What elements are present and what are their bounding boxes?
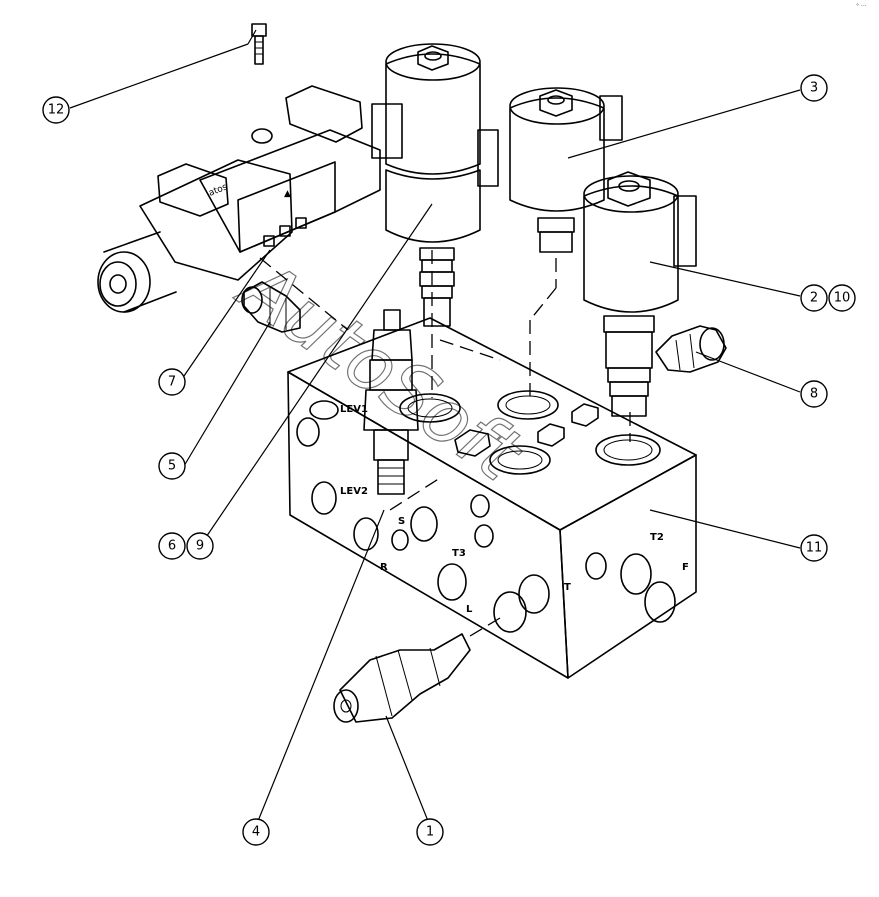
assembly-guide-lines (259, 250, 631, 637)
corner-mark: ° ··· (856, 3, 867, 10)
callout-10: 10 (828, 284, 856, 312)
cartridge-part-8 (655, 325, 727, 373)
callout-label-8: 8 (810, 387, 818, 402)
port-label-f: F (682, 562, 689, 573)
callout-9: 9 (186, 532, 214, 560)
cartridge-part-1 (333, 633, 471, 723)
port-label-t: T (564, 582, 571, 593)
port-label-lev1: LEV1 (340, 404, 368, 415)
leader-lines (69, 29, 801, 827)
port-label-s: S (398, 516, 405, 527)
port-label-t2: T2 (650, 532, 664, 543)
callout-label-3: 3 (810, 81, 818, 96)
callout-2: 2 (800, 284, 828, 312)
port-label-l: L (466, 604, 473, 615)
manifold-block: LEV1 LEV2 T3 T2 R L F S T (287, 317, 697, 679)
callout-label-2: 2 (810, 291, 818, 306)
callout-label-12: 12 (48, 103, 65, 118)
coil-part-3 (509, 87, 623, 253)
port-label-lev2: LEV2 (340, 486, 368, 497)
callout-label-1: 1 (426, 825, 434, 840)
callout-11: 11 (800, 534, 828, 562)
callout-label-4: 4 (252, 825, 260, 840)
valve-arrow-mark: ▲ (284, 189, 291, 199)
cartridge-part-6-9 (363, 309, 419, 495)
callout-label-7: 7 (168, 375, 176, 390)
screw-part-12 (251, 23, 267, 65)
callout-7: 7 (158, 368, 186, 396)
callout-label-9: 9 (196, 539, 204, 554)
port-label-r: R (380, 562, 388, 573)
callout-label-10: 10 (834, 291, 851, 306)
callout-8: 8 (800, 380, 828, 408)
directional-valve-part-7: atos ▲ (97, 85, 381, 313)
solenoid-part-2-10 (583, 171, 697, 417)
callout-1: 1 (416, 818, 444, 846)
callout-3: 3 (800, 74, 828, 102)
callout-12: 12 (42, 96, 70, 124)
callout-6: 6 (158, 532, 186, 560)
callout-4: 4 (242, 818, 270, 846)
callout-label-5: 5 (168, 459, 176, 474)
callout-label-11: 11 (806, 541, 823, 556)
solenoid-coil-center (371, 43, 499, 327)
callout-label-6: 6 (168, 539, 176, 554)
cartridge-part-5 (241, 281, 301, 333)
port-label-t3: T3 (452, 548, 466, 559)
valve-brand-text: atos (207, 182, 229, 199)
callout-5: 5 (158, 452, 186, 480)
